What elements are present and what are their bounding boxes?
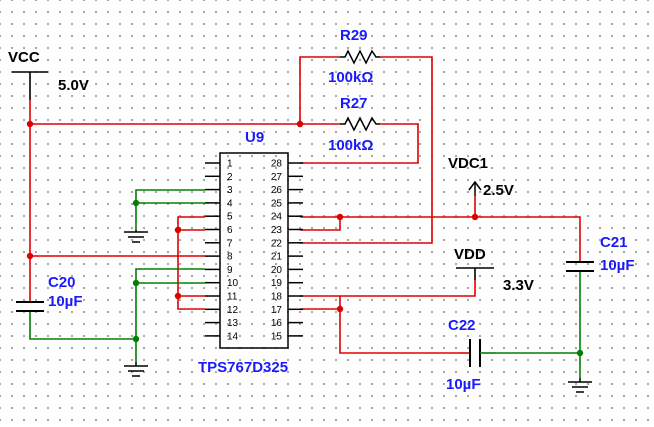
capacitor-c21[interactable]	[566, 261, 594, 272]
junctions	[26, 120, 479, 313]
ground-wires	[29, 189, 581, 378]
vdd-value: 3.3V	[503, 277, 534, 294]
ic-pin-numbers: 1234567891011121314282726252423222120191…	[227, 159, 282, 343]
ic-left-pins	[205, 162, 220, 337]
c21-label: C21	[600, 234, 628, 251]
junction-dot	[336, 305, 344, 313]
ic-pin-number: 10	[227, 278, 239, 289]
ic-pin-number: 14	[227, 331, 239, 342]
resistor-r29[interactable]	[340, 49, 380, 65]
pin17-tie-wire	[300, 296, 341, 310]
ic-pin-number: 24	[271, 212, 283, 223]
r27-value: 100kΩ	[328, 137, 373, 154]
junction-dot	[26, 120, 34, 128]
ic-pin-number: 3	[227, 185, 233, 196]
ground-symbol-bottom-left	[124, 362, 148, 377]
ic-pin-number: 26	[271, 185, 283, 196]
ic-pin-number: 18	[271, 292, 283, 303]
ic-body	[219, 152, 289, 349]
pin5-pin6-wire	[177, 216, 205, 231]
ic-pin-number: 25	[271, 198, 283, 209]
ic-pin-number: 17	[271, 305, 283, 316]
junction-dot	[336, 213, 344, 221]
ground-symbol-top	[124, 230, 148, 243]
pin6-to-pin11-wire	[177, 230, 205, 297]
capacitor-c22[interactable]	[460, 339, 496, 367]
ic-pin-number: 7	[227, 238, 233, 249]
ic-pin-number: 27	[271, 172, 283, 183]
junction-dot	[296, 120, 304, 128]
vcc-value: 5.0V	[58, 77, 89, 94]
junction-dot	[26, 252, 34, 260]
ic-pin-number: 20	[271, 265, 283, 276]
ground-junctions	[132, 199, 584, 357]
ic-u9[interactable]: 1234567891011121314282726252423222120191…	[205, 152, 303, 349]
ic-pin-number: 6	[227, 225, 233, 236]
ic-pin-number: 1	[227, 159, 233, 170]
junction-dot	[132, 335, 140, 343]
vcc-label: VCC	[8, 49, 40, 66]
c22-label: C22	[448, 317, 476, 334]
junction-dot	[174, 226, 182, 234]
ic-pin-number: 11	[227, 292, 238, 303]
c22-value: 10µF	[446, 376, 481, 393]
vdc1-label: VDC1	[448, 155, 488, 172]
resistor-r27[interactable]	[340, 116, 380, 132]
ic-pin-number: 23	[271, 225, 283, 236]
ic-pin-number: 28	[271, 159, 283, 170]
c20-label: C20	[48, 274, 76, 291]
ic-pin-number: 8	[227, 252, 233, 263]
arrow-up-icon	[468, 180, 482, 191]
pin11-to-pin12-wire	[177, 296, 205, 310]
junction-dot	[471, 213, 479, 221]
r27-right-wire	[300, 123, 419, 164]
ic-pin-number: 15	[271, 331, 283, 342]
junction-dot	[576, 349, 584, 357]
u9-part-label: TPS767D325	[198, 359, 288, 376]
ic-pin-number: 13	[227, 318, 239, 329]
pin9-to-gnd-wire	[135, 268, 205, 362]
ic-pin-number: 22	[271, 238, 283, 249]
resistor-zigzag	[340, 116, 380, 132]
ic-pin-number: 4	[227, 198, 233, 209]
u9-label: U9	[245, 129, 264, 146]
vdc1-to-c21-wire	[340, 216, 581, 262]
vdd-label: VDD	[454, 246, 486, 263]
ic-pin-number: 5	[227, 212, 233, 223]
c20-value: 10µF	[48, 293, 83, 310]
ic-pin-number: 19	[271, 278, 283, 289]
vdd-source[interactable]	[456, 267, 494, 280]
r27-label: R27	[340, 95, 368, 112]
c21-value: 10µF	[600, 257, 635, 274]
junction-dot	[132, 199, 140, 207]
junction-dot	[174, 292, 182, 300]
ic-pin-number: 12	[227, 305, 239, 316]
r29-value: 100kΩ	[328, 69, 373, 86]
ic-pin-number: 2	[227, 172, 233, 183]
ic-right-pins	[288, 162, 303, 337]
power-wires	[29, 56, 581, 354]
ground-symbol-right	[568, 378, 592, 393]
vdc1-source[interactable]	[468, 180, 482, 196]
vcc-source[interactable]	[12, 71, 48, 100]
capacitor-c20[interactable]	[16, 296, 44, 312]
vcc-to-r29-wire	[299, 56, 340, 124]
ic-pin-number: 16	[271, 318, 283, 329]
pin3-to-gnd-wire	[135, 189, 205, 230]
r29-to-pin22-wire	[300, 56, 433, 244]
junction-dot	[132, 279, 140, 287]
pin18-to-vdd-wire	[300, 280, 476, 297]
r29-label: R29	[340, 27, 368, 44]
ic-pin-number: 9	[227, 265, 233, 276]
resistor-zigzag	[340, 49, 380, 65]
vdc1-value: 2.5V	[483, 182, 514, 199]
c20-to-gnd-wire	[29, 312, 136, 340]
ic-pin-number: 21	[271, 252, 283, 263]
pin24-pin23-wire	[300, 216, 341, 231]
pin17-to-c22-wire	[339, 309, 460, 354]
